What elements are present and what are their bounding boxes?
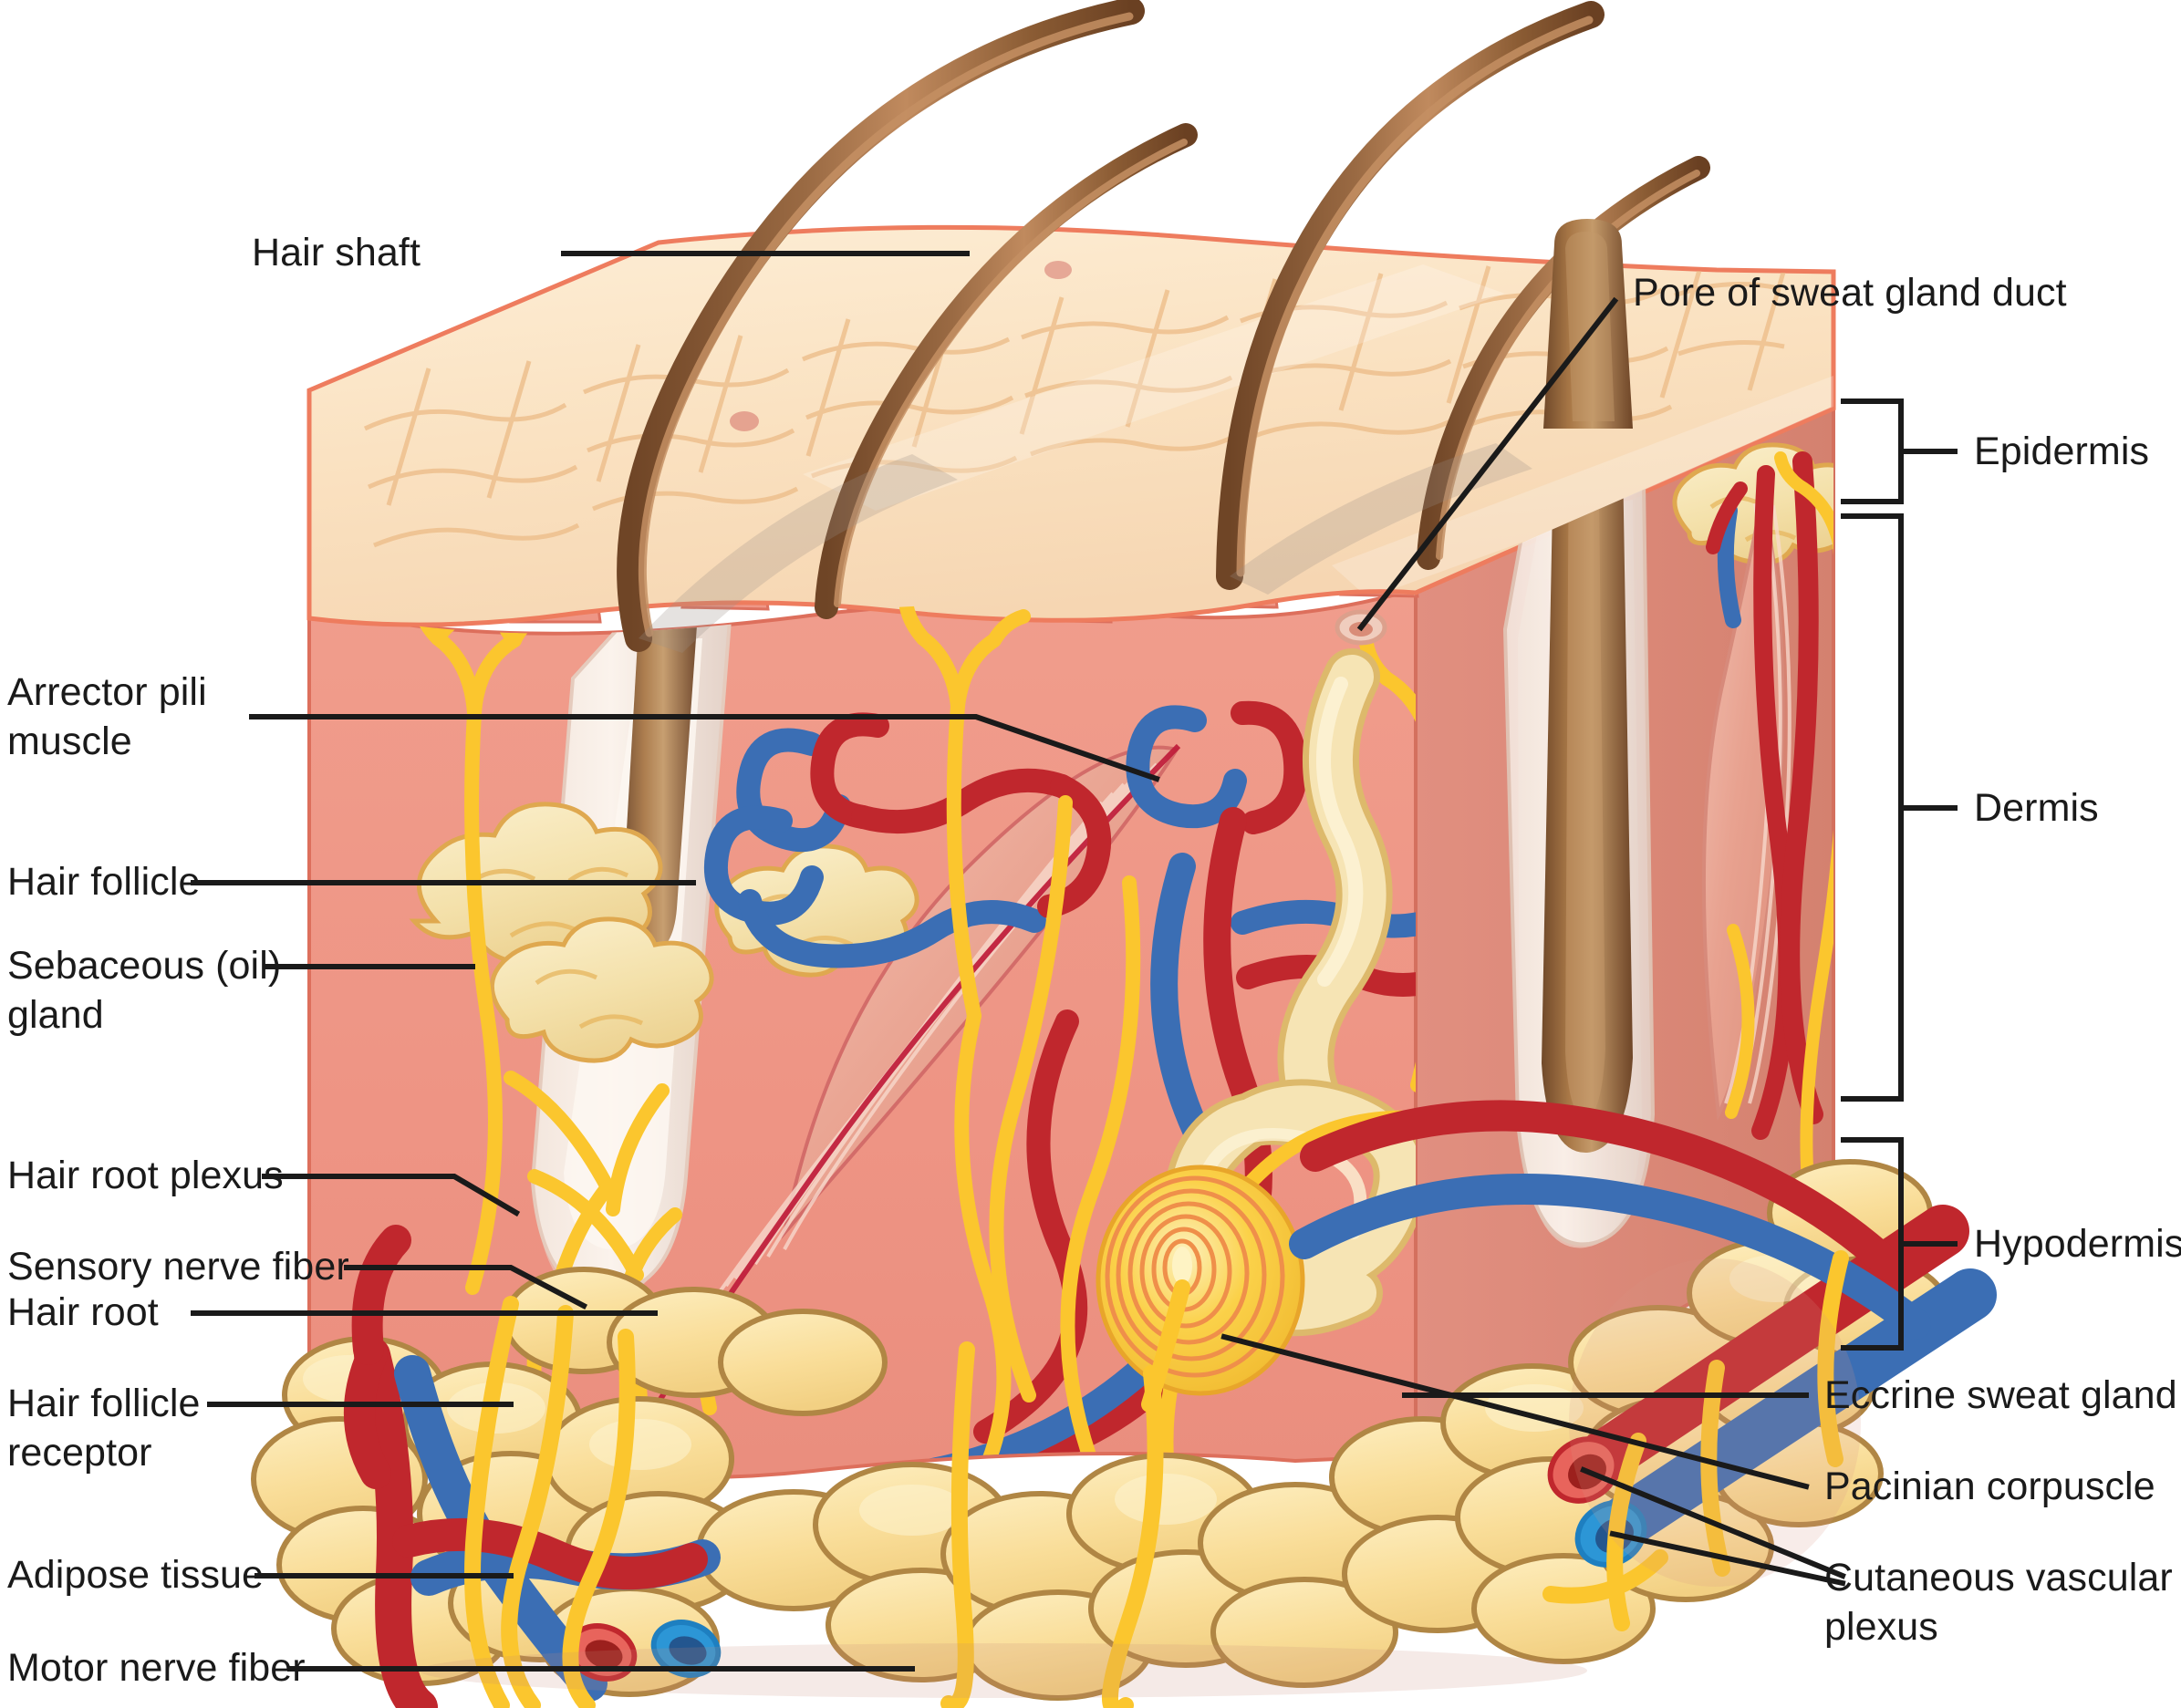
hair-shaft-1 (617, 0, 1145, 652)
leader-arrector-pili-muscle (249, 714, 1160, 782)
label-sensory-nerve-fiber: Sensory nerve fiber (7, 1245, 349, 1289)
block-drop-shadow (420, 1258, 1861, 1698)
label-epidermis: Epidermis (1974, 430, 2150, 473)
label-hair-follicle-receptor: Hair follicle receptor (7, 1382, 201, 1475)
label-hair-shaft: Hair shaft (252, 231, 421, 274)
label-hair-root-plexus: Hair root plexus (7, 1154, 284, 1197)
motor-nerve-fiber-bundle (464, 1250, 1849, 1708)
bracket-dermis (1841, 513, 1958, 1102)
pacinian-corpuscle (1096, 1165, 1305, 1413)
label-cutaneous-vascular-plexus: Cutaneous vascular plexus (1824, 1556, 2173, 1649)
hair-shafts (617, 0, 1710, 653)
label-pore-of-sweat-gland-duct: Pore of sweat gland duct (1633, 271, 2067, 315)
label-adipose-tissue: Adipose tissue (7, 1553, 265, 1597)
leader-pacinian-corpuscle (1220, 1333, 1810, 1490)
bracket-hypodermis (1841, 1137, 1958, 1351)
label-eccrine-sweat-gland: Eccrine sweat gland (1824, 1373, 2177, 1417)
leader-cutaneous-vascular-plexus-a (1580, 1466, 1846, 1579)
hair-shaft-4 (1417, 156, 1710, 570)
cutaneous-vascular-plexus-superficial (703, 700, 1416, 997)
layer-brackets (1841, 399, 1958, 1351)
vein-cut-end-left (650, 1620, 722, 1678)
label-hypodermis: Hypodermis (1974, 1222, 2181, 1266)
epidermis-top-surface (306, 224, 1836, 627)
hair-shaft-vertical (1543, 219, 1633, 429)
leader-pore-of-sweat-gland-duct (1356, 296, 1619, 632)
hair-shaft-2 (815, 123, 1198, 619)
label-hair-root: Hair root (7, 1290, 159, 1334)
label-hair-follicle: Hair follicle (7, 860, 201, 904)
label-arrector-pili-muscle: Arrector pili muscle (7, 670, 207, 763)
label-pacinian-corpuscle: Pacinian corpuscle (1824, 1465, 2155, 1508)
artery-cut-end-left (566, 1623, 638, 1682)
bracket-epidermis (1841, 399, 1958, 504)
sebaceous-oil-gland-left-lower (490, 916, 714, 1063)
hair-shaft-3 (1216, 1, 1605, 590)
leader-cutaneous-vascular-plexus-b (1609, 1530, 1846, 1587)
hair-shadows (639, 443, 1532, 653)
dermal-vessels-right-face (1706, 451, 1823, 1140)
label-dermis: Dermis (1974, 786, 2099, 830)
hair-root-right (1542, 407, 1633, 1154)
leader-hair-root-plexus (262, 1174, 521, 1217)
leader-lines (191, 251, 1846, 1672)
label-sebaceous-oil-gland: Sebaceous (oil) gland (7, 944, 282, 1037)
leader-sensory-nerve-fiber (344, 1265, 588, 1310)
label-motor-nerve-fiber: Motor nerve fiber (7, 1646, 306, 1690)
